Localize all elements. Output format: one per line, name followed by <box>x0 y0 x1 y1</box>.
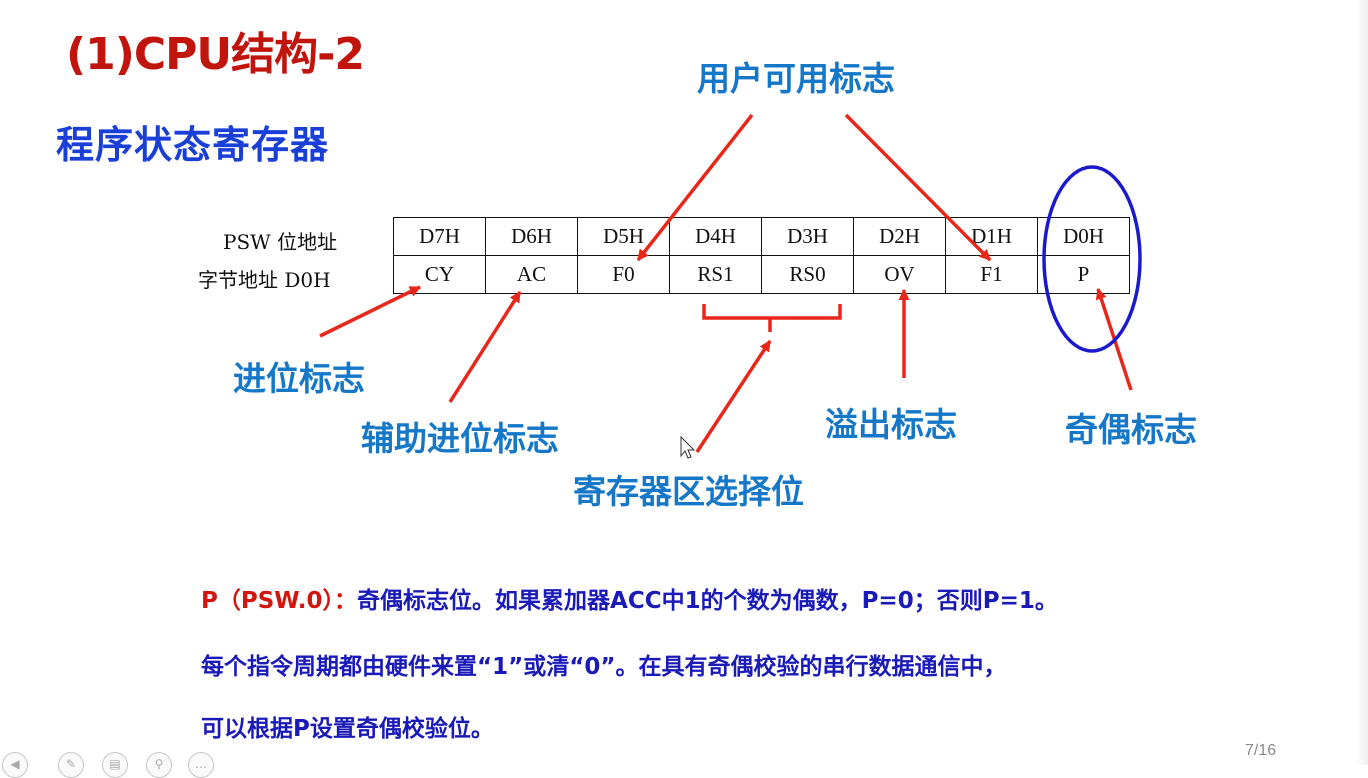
bit-address-cell: D7H <box>393 217 486 256</box>
pen-icon[interactable]: ✎ <box>58 752 84 778</box>
bit-name-row: CY AC F0 RS1 RS0 OV F1 P <box>393 255 1130 294</box>
bit-name-cell: P <box>1037 255 1130 294</box>
psw-register-table: D7H D6H D5H D4H D3H D2H D1H D0H CY AC F0… <box>393 217 1130 294</box>
description-text: 奇偶标志位。如果累加器ACC中1的个数为偶数，P=0；否则P=1。 <box>357 588 1058 614</box>
description-line-2: 每个指令周期都由硬件来置“1”或清“0”。在具有奇偶校验的串行数据通信中， <box>201 654 1007 680</box>
bit-name-cell: F0 <box>577 255 670 294</box>
bit-address-cell: D2H <box>853 217 946 256</box>
bit-address-row: D7H D6H D5H D4H D3H D2H D1H D0H <box>393 217 1130 256</box>
label-parity-flag: 奇偶标志 <box>1065 410 1197 449</box>
bit-name-cell: RS0 <box>761 255 854 294</box>
label-aux-carry-flag: 辅助进位标志 <box>361 419 559 458</box>
description-line-1: P（PSW.0）：奇偶标志位。如果累加器ACC中1的个数为偶数，P=0；否则P=… <box>201 581 1058 615</box>
slide-title: (1)CPU结构-2 <box>66 29 365 80</box>
bit-name-cell: AC <box>485 255 578 294</box>
bit-name-cell: OV <box>853 255 946 294</box>
arrow-to-p <box>1095 287 1133 391</box>
slides-icon[interactable]: ▤ <box>102 752 128 778</box>
page-number: 7/16 <box>1245 742 1277 759</box>
bit-name-cell: CY <box>393 255 486 294</box>
arrow-to-ac <box>448 291 522 403</box>
bit-address-cell: D0H <box>1037 217 1130 256</box>
bit-address-cell: D1H <box>945 217 1038 256</box>
label-carry-flag: 进位标志 <box>233 359 365 398</box>
description-term: P（PSW.0）： <box>201 588 358 614</box>
bit-address-cell: D5H <box>577 217 670 256</box>
bit-address-cell: D6H <box>485 217 578 256</box>
bit-address-cell: D4H <box>669 217 762 256</box>
zoom-icon[interactable]: ⚲ <box>146 752 172 778</box>
bit-address-cell: D3H <box>761 217 854 256</box>
mouse-cursor-icon <box>680 435 696 459</box>
row-label-bit-address: PSW 位地址 <box>223 230 338 254</box>
bank-select-bracket <box>702 304 842 332</box>
arrow-to-bank-bracket <box>695 340 772 453</box>
bit-name-cell: RS1 <box>669 255 762 294</box>
label-overflow-flag: 溢出标志 <box>825 405 957 444</box>
bit-name-cell: F1 <box>945 255 1038 294</box>
label-bank-select: 寄存器区选择位 <box>573 472 804 511</box>
description-line-3: 可以根据P设置奇偶校验位。 <box>201 716 494 742</box>
more-icon[interactable]: … <box>188 752 214 778</box>
arrow-left-icon[interactable]: ◀ <box>2 752 28 778</box>
window-edge <box>1356 0 1368 765</box>
slide-subtitle: 程序状态寄存器 <box>56 123 330 167</box>
label-user-flags: 用户可用标志 <box>697 59 895 98</box>
row-label-byte-address: 字节地址 D0H <box>198 268 331 292</box>
arrow-to-cy <box>319 285 422 338</box>
presentation-toolbar: ◀ ✎ ▤ ⚲ … <box>0 752 230 778</box>
